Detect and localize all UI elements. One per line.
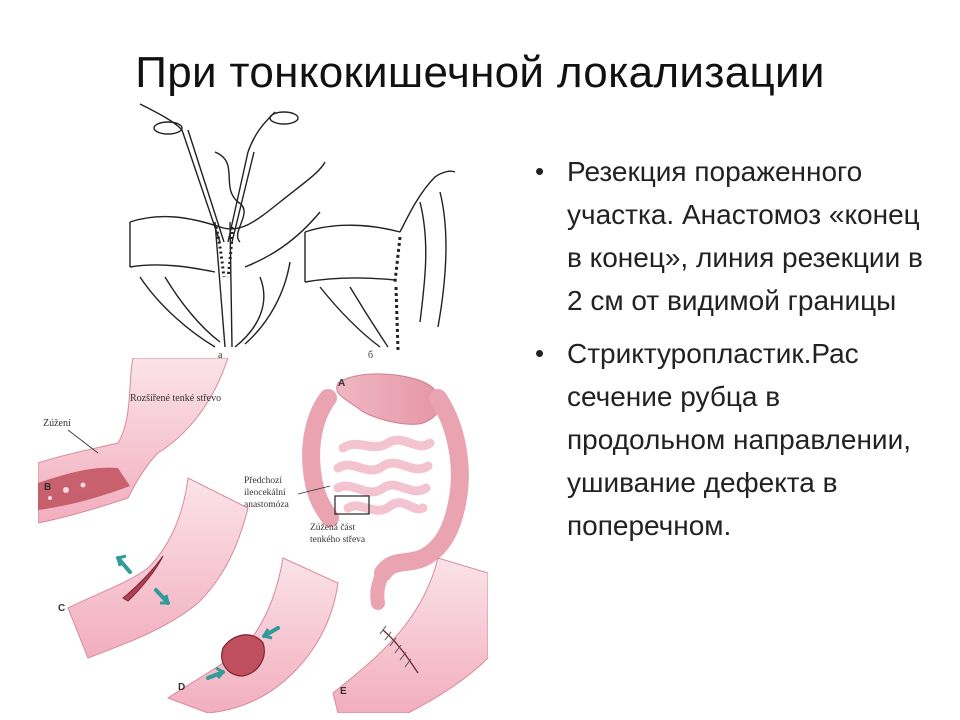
bullet-list: • Резекция пораженного участка. Анастомо… — [535, 150, 935, 557]
panel-label-c: C — [58, 603, 65, 614]
bullet-item-resection: • Резекция пораженного участка. Анастомо… — [535, 150, 935, 322]
strictureplasty-illustration: B Rozšířené tenké střevo Zúžení A Předch… — [38, 358, 488, 713]
resection-sketch: а б — [129, 103, 456, 361]
panel-label-d: D — [178, 682, 185, 693]
annotation-narrowed-2: tenkého střeva — [310, 535, 366, 545]
annotation-dilated: Rozšířené tenké střevo — [130, 393, 221, 404]
annotation-narrowing: Zúžení — [43, 418, 71, 429]
bullet-item-strictureplasty: • Стриктуропластик.Рас сечение рубца в п… — [535, 332, 935, 547]
annotation-anastomosis-2: ileocekální — [244, 488, 286, 498]
panel-label-b: B — [44, 482, 51, 493]
sketch-label-left: а — [218, 350, 223, 361]
annotation-anastomosis-3: anastomóza — [244, 500, 290, 510]
panel-label-a: A — [338, 378, 345, 389]
slide-title: При тонкокишечной локализации — [135, 48, 825, 97]
annotation-narrowed-1: Zúžená část — [310, 523, 355, 533]
bullet-text: Стриктуропластик.Рас сечение рубца в про… — [567, 338, 911, 541]
panel-label-e: E — [340, 686, 347, 697]
sketch-label-right: б — [368, 350, 373, 361]
bullet-text: Резекция пораженного участка. Анастомоз … — [567, 156, 923, 316]
bullet-dot: • — [535, 338, 545, 368]
bullet-dot: • — [535, 156, 545, 186]
annotation-anastomosis-1: Předchozí — [244, 476, 282, 486]
